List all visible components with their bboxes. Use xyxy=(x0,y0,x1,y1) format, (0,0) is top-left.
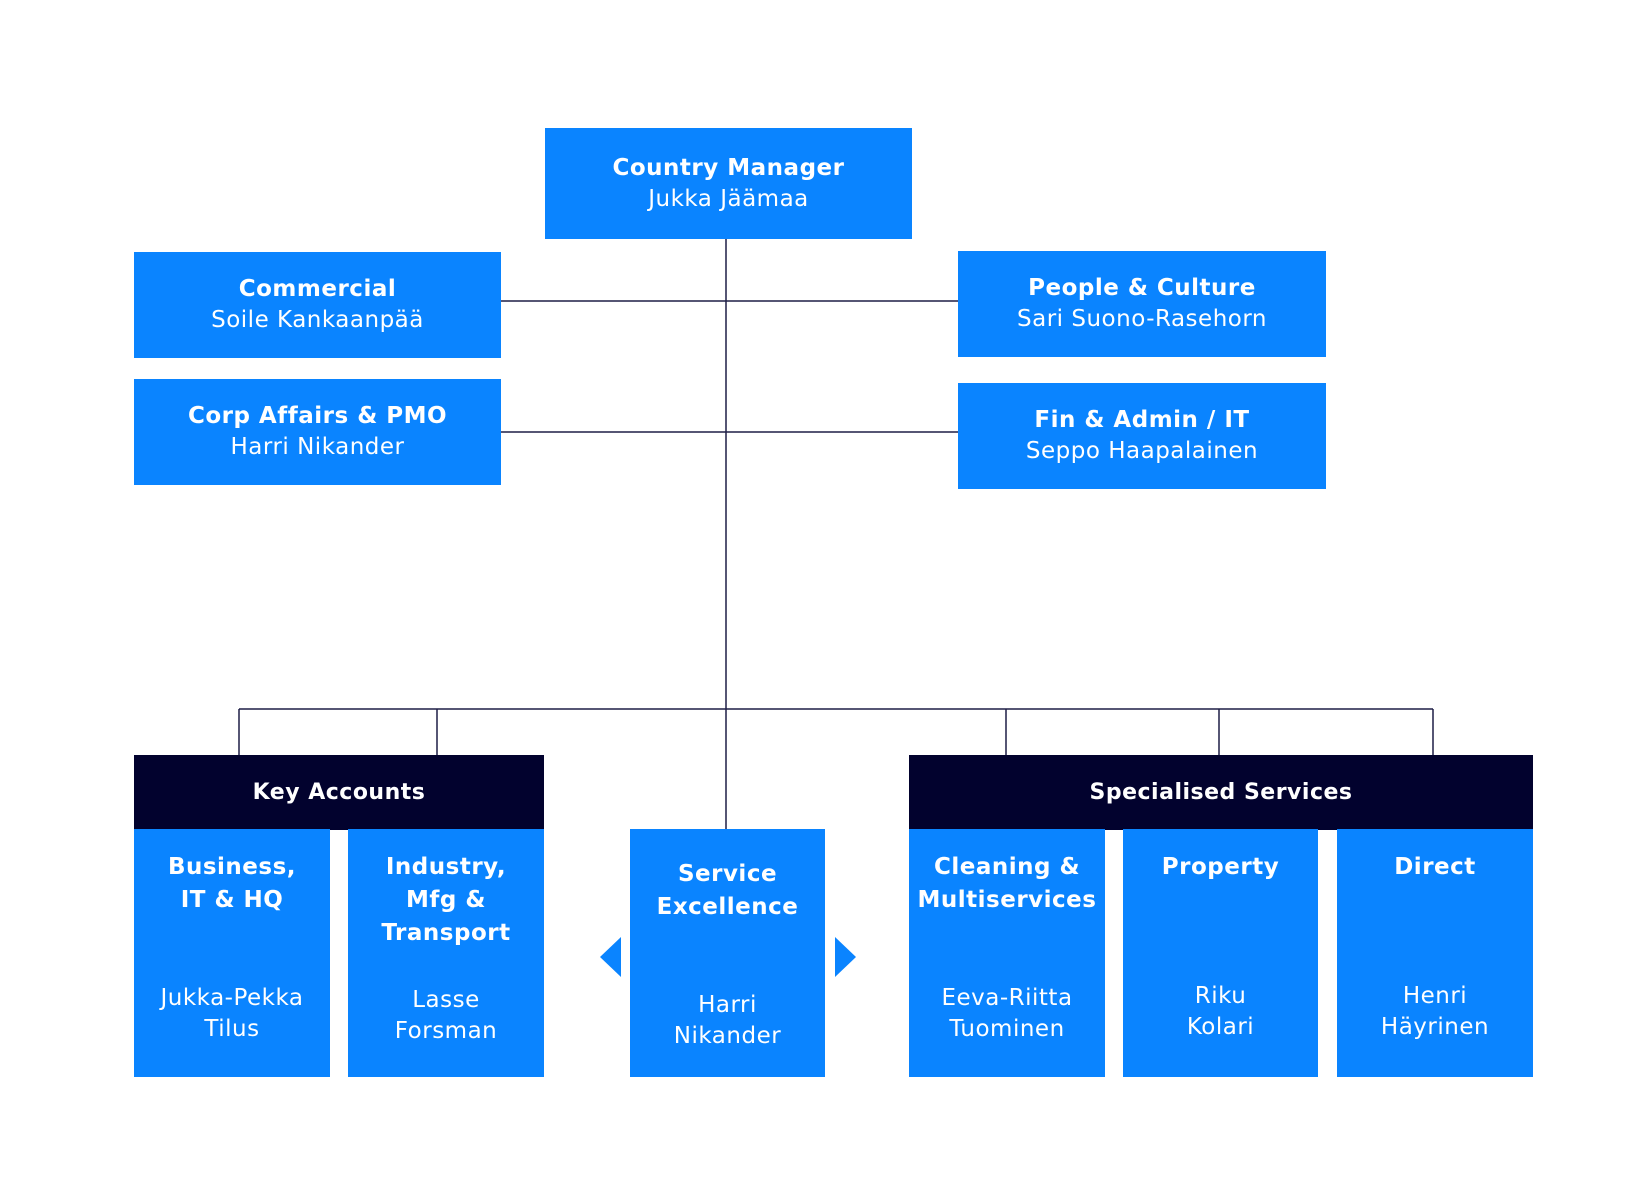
people-culture-name: Sari Suono-Rasehorn xyxy=(1017,306,1267,332)
direct-box: Direct Henri Häyrinen xyxy=(1337,829,1533,1077)
direct-title: Direct xyxy=(1394,854,1476,880)
corp-affairs-name: Harri Nikander xyxy=(230,434,405,460)
people-culture-title: People & Culture xyxy=(1028,275,1256,301)
service-excellence-name: Harri Nikander xyxy=(673,992,782,1049)
commercial-box: Commercial Soile Kankaanpää xyxy=(134,252,501,358)
cleaning-multiservices-title: Cleaning & Multiservices xyxy=(917,854,1097,913)
industry-mfg-transport-box: Industry, Mfg & Transport Lasse Forsman xyxy=(348,829,544,1077)
commercial-name: Soile Kankaanpää xyxy=(211,307,424,333)
property-title: Property xyxy=(1161,854,1280,880)
fin-admin-box: Fin & Admin / IT Seppo Haapalainen xyxy=(958,383,1326,489)
industry-mfg-transport-title: Industry, Mfg & Transport xyxy=(381,854,511,946)
business-it-hq-title: Business, IT & HQ xyxy=(167,854,297,913)
service-excellence-title: Service Excellence xyxy=(656,861,799,920)
business-it-hq-name: Jukka-Pekka Tilus xyxy=(160,985,304,1042)
corp-affairs-title: Corp Affairs & PMO xyxy=(187,403,448,429)
industry-mfg-transport-name: Lasse Forsman xyxy=(394,987,498,1044)
country-manager-box: Country Manager Jukka Jäämaa xyxy=(545,128,912,239)
commercial-title: Commercial xyxy=(238,276,397,302)
cleaning-multiservices-name: Eeva-Riitta Tuominen xyxy=(941,985,1073,1042)
country-manager-name: Jukka Jäämaa xyxy=(648,185,809,212)
fin-admin-name: Seppo Haapalainen xyxy=(1025,438,1259,464)
people-culture-box: People & Culture Sari Suono-Rasehorn xyxy=(958,251,1326,357)
cleaning-multiservices-box: Cleaning & Multiservices Eeva-Riitta Tuo… xyxy=(909,829,1105,1077)
country-manager-title: Country Manager xyxy=(612,154,845,181)
corp-affairs-box: Corp Affairs & PMO Harri Nikander xyxy=(134,379,501,485)
triangle-left-icon xyxy=(600,937,621,977)
direct-name: Henri Häyrinen xyxy=(1380,983,1490,1040)
business-it-hq-box: Business, IT & HQ Jukka-Pekka Tilus xyxy=(134,829,330,1077)
fin-admin-title: Fin & Admin / IT xyxy=(1034,407,1250,433)
key-accounts-header: Key Accounts xyxy=(134,755,544,830)
triangle-right-icon xyxy=(835,937,856,977)
service-excellence-box: Service Excellence Harri Nikander xyxy=(630,829,825,1077)
property-name: Riku Kolari xyxy=(1186,983,1255,1040)
specialised-services-header: Specialised Services xyxy=(909,755,1533,830)
property-box: Property Riku Kolari xyxy=(1123,829,1318,1077)
